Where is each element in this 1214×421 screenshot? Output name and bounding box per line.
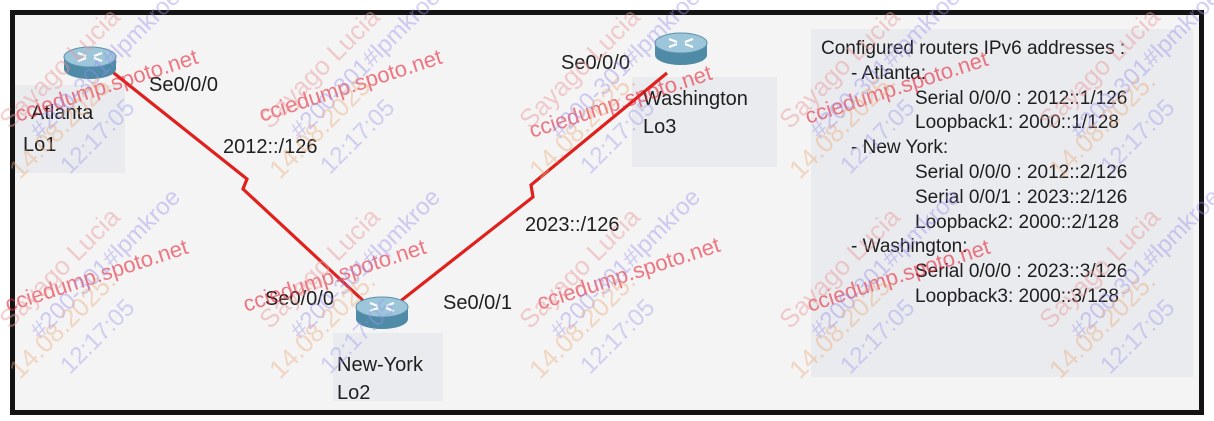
address-title: Configured routers IPv6 addresses : [821, 38, 1126, 59]
newyork-heading: - New York: [851, 137, 949, 159]
atlanta-heading: - Atlanta: [851, 62, 926, 84]
washington-heading: - Washington: [851, 236, 968, 258]
newyork-router-icon[interactable] [352, 291, 412, 335]
address-panel [811, 29, 1193, 377]
washington-serial-address: Serial 0/0/0 : 2023::3/126 [915, 261, 1128, 283]
newyork-serial0-label: Se0/0/0 [265, 288, 334, 310]
newyork-label-panel [333, 333, 443, 401]
atlanta-serial-label: Se0/0/0 [149, 74, 218, 96]
atlanta-name-label: Atlanta [31, 102, 94, 124]
atlanta-loopback-address: Loopback1: 2000::1/128 [915, 112, 1119, 134]
newyork-serial0-address: Serial 0/0/0 : 2012::2/126 [915, 161, 1128, 183]
atlanta-loopback-label: Lo1 [23, 134, 57, 156]
newyork-loopback-address: Loopback2: 2000::2/128 [915, 211, 1119, 233]
diagram-frame: Atlanta Lo1 Se0/0/0 Se0/0/0 Washington L… [10, 10, 1204, 415]
atlanta-serial-address: Serial 0/0/0 : 2012::1/126 [915, 87, 1128, 109]
newyork-loopback-label: Lo2 [337, 382, 371, 404]
link-newyork-washington [392, 71, 669, 309]
router-icon-shape [654, 32, 708, 65]
newyork-name-label: New-York [337, 354, 423, 376]
washington-name-label: Washington [643, 88, 748, 110]
washington-serial-label: Se0/0/0 [561, 52, 630, 74]
address-list: Configured routers IPv6 addresses : - At… [821, 37, 1193, 377]
washington-loopback-label: Lo3 [643, 116, 677, 138]
router-icon-shape [63, 46, 117, 79]
router-icon-shape [355, 296, 409, 329]
newyork-serial1-label: Se0/0/1 [443, 292, 512, 314]
subnet-atl-ny-label: 2012::/126 [223, 136, 318, 158]
washington-loopback-address: Loopback3: 2000::3/128 [915, 285, 1119, 307]
atlanta-router-icon[interactable] [60, 41, 120, 85]
washington-router-icon[interactable] [651, 27, 711, 71]
subnet-ny-wash-label: 2023::/126 [525, 214, 620, 236]
serial-links [109, 68, 669, 309]
atlanta-label-panel [15, 85, 125, 173]
washington-label-panel [632, 77, 777, 167]
link-atlanta-newyork [109, 68, 372, 309]
newyork-serial1-address: Serial 0/0/1 : 2023::2/126 [915, 186, 1128, 208]
